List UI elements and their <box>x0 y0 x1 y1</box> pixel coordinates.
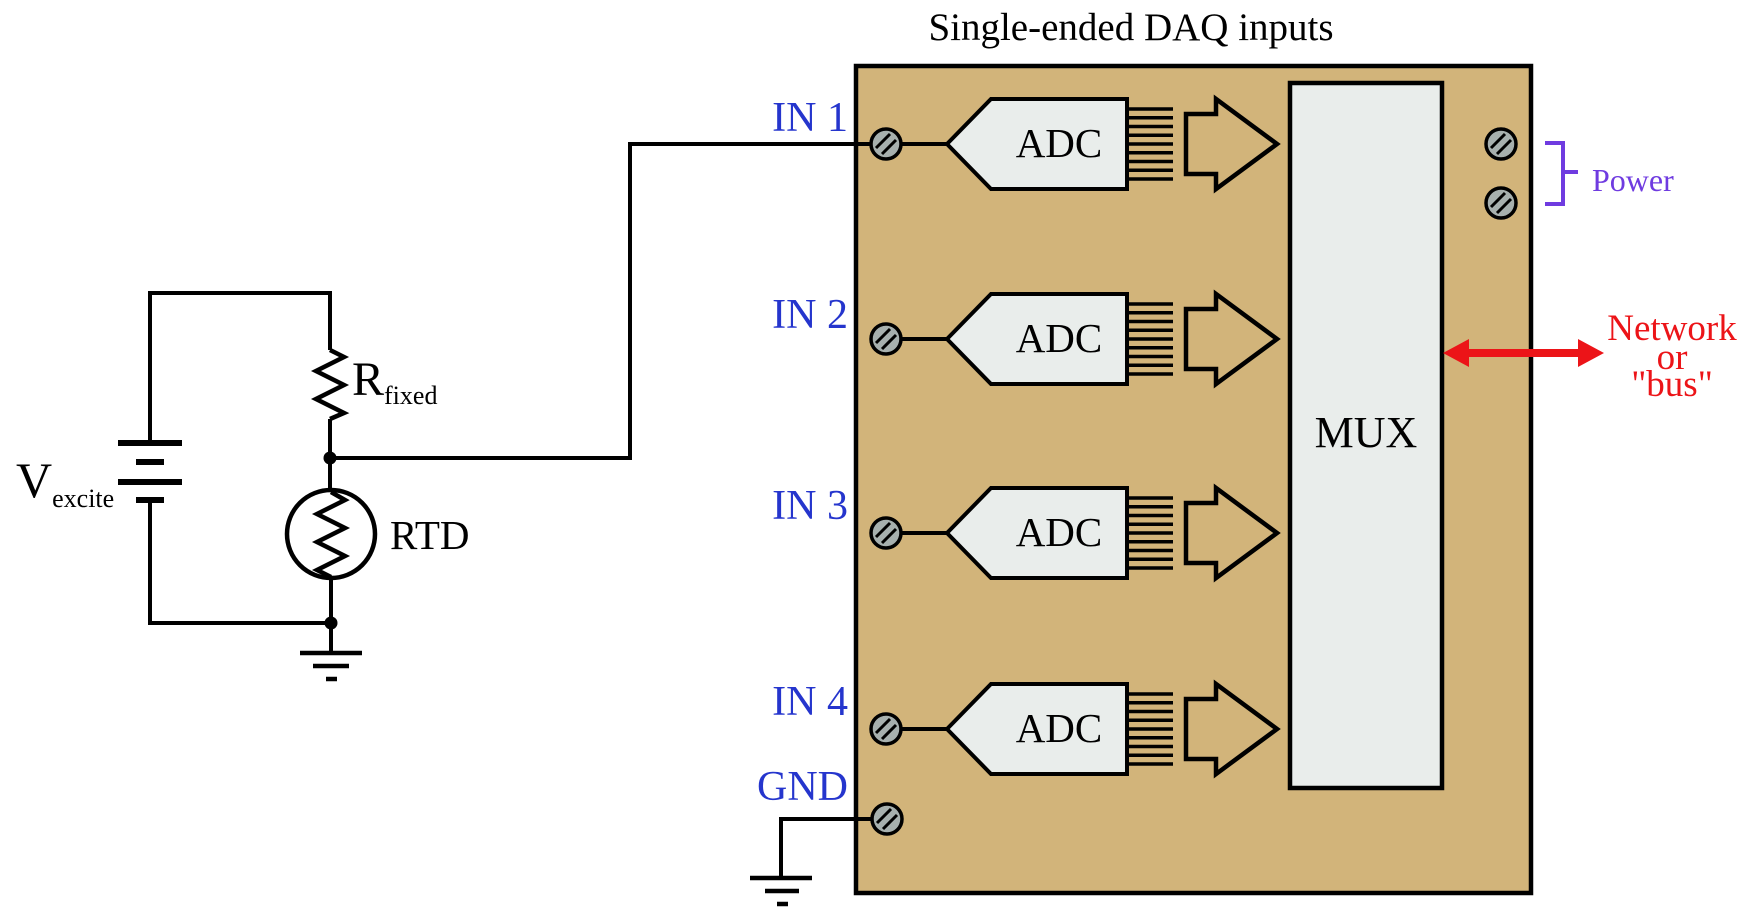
adc-label-4: ADC <box>1016 705 1103 751</box>
network-label-line2: or <box>1657 337 1688 378</box>
wire-top-loop <box>148 291 332 443</box>
gnd-terminal <box>870 802 904 836</box>
input-label-in4: IN 4 <box>772 679 848 725</box>
mux-block <box>1287 80 1445 791</box>
excitation-circuit: Vexcite Rfixed RTD <box>16 142 886 682</box>
input-label-in2: IN 2 <box>772 292 848 338</box>
network-bus-arrow <box>1443 339 1604 367</box>
input-label-in1: IN 1 <box>772 95 848 141</box>
voltage-source-label: Vexcite <box>16 452 114 513</box>
mux-label: MUX <box>1315 408 1418 457</box>
battery-symbol <box>118 440 182 503</box>
power-terminal-bottom <box>1484 186 1518 220</box>
fixed-resistor-symbol <box>310 347 350 422</box>
adc-label-2: ADC <box>1016 315 1103 361</box>
power-label: Power <box>1592 162 1674 198</box>
adc-label-3: ADC <box>1016 509 1103 555</box>
ground-symbol-left <box>300 623 362 682</box>
network-label-line3: "bus" <box>1631 364 1713 405</box>
ground-symbol-daq <box>750 875 812 907</box>
network-label-line1: Network <box>1607 308 1737 349</box>
input-label-in3: IN 3 <box>772 483 848 529</box>
wire-gnd <box>779 817 887 877</box>
adc-label-1: ADC <box>1016 120 1103 166</box>
wire-divider-to-in1 <box>330 142 886 460</box>
ground-label: GND <box>757 764 848 810</box>
rtd-symbol <box>284 458 378 623</box>
power-terminal-top <box>1484 127 1518 161</box>
daq-title: Single-ended DAQ inputs <box>928 6 1333 49</box>
fixed-resistor-label: Rfixed <box>352 353 437 410</box>
rtd-label: RTD <box>390 512 470 558</box>
power-bracket <box>1545 141 1578 206</box>
wire-bottom-return <box>148 500 331 625</box>
